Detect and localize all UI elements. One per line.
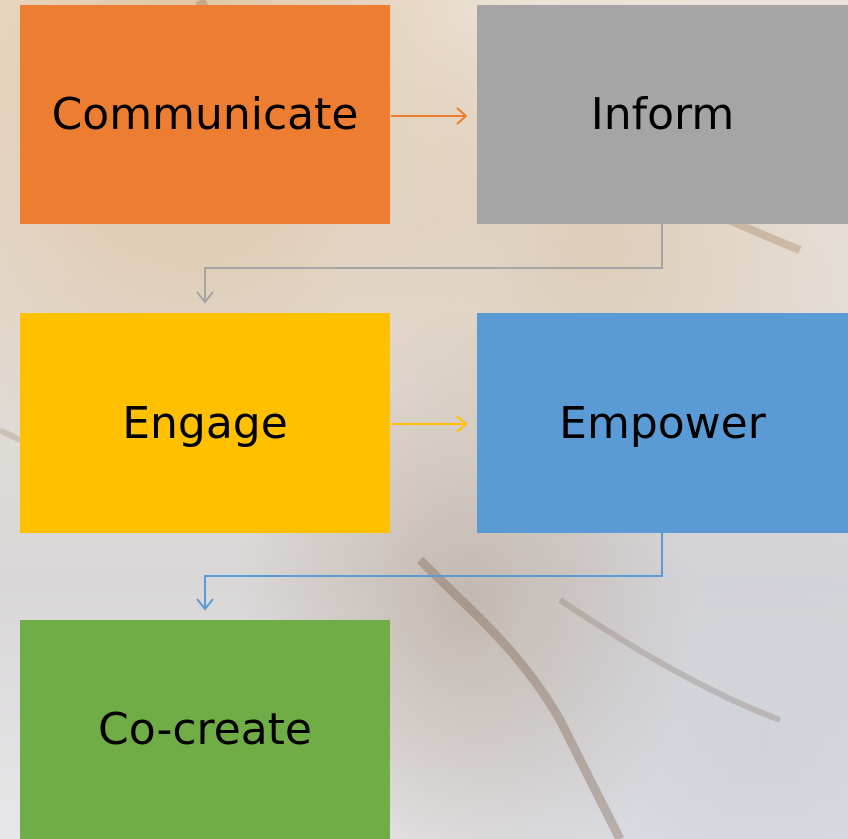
- step-communicate: Communicate: [20, 5, 390, 224]
- step-inform-label: Inform: [590, 89, 735, 140]
- step-inform: Inform: [477, 5, 848, 224]
- step-empower-label: Empower: [559, 397, 766, 449]
- step-communicate-label: Communicate: [51, 89, 359, 140]
- step-engage-label: Engage: [122, 397, 288, 449]
- step-empower: Empower: [477, 313, 848, 533]
- step-cocreate-label: Co-create: [97, 704, 312, 755]
- step-engage: Engage: [20, 313, 390, 533]
- step-cocreate: Co-create: [20, 620, 390, 839]
